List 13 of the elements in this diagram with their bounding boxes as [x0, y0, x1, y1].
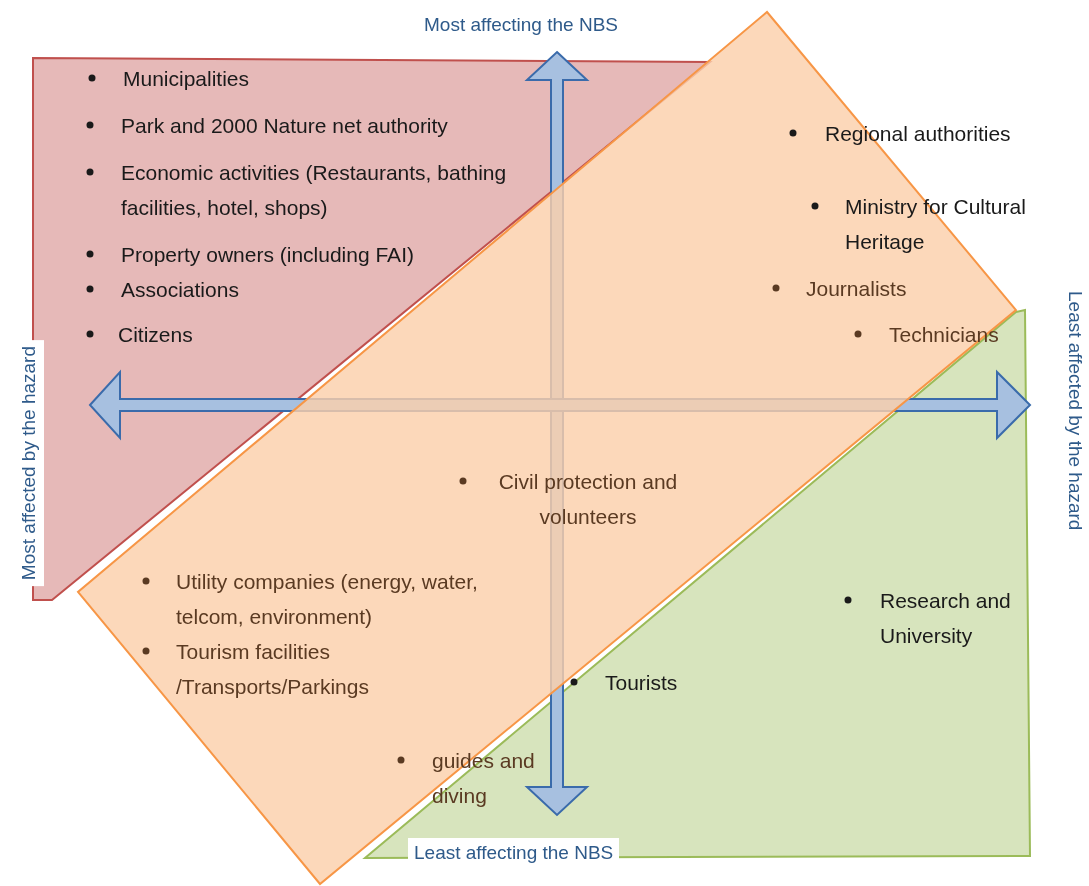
stakeholder-label: Civil protection and volunteers	[497, 469, 679, 530]
stakeholder-label: Journalists	[806, 276, 907, 302]
stakeholder-label: Associations	[121, 277, 239, 303]
stakeholder-label: Property owners (including FAI)	[121, 242, 414, 268]
stakeholder-label: Utility companies (energy, water, telcom, environment)	[176, 569, 479, 630]
stakeholder-label: Park and 2000 Nature net authority	[121, 113, 448, 139]
stakeholder-label: Research and University	[880, 588, 1012, 649]
stakeholder-label: Economic activities (Restaurants, bathing facilities, hotel, shops)	[121, 160, 508, 221]
stakeholder-label: Tourists	[605, 670, 678, 696]
stakeholder-label: Regional authorities	[825, 121, 1011, 147]
stakeholder-label: Municipalities	[123, 66, 250, 92]
stakeholder-label: Citizens	[118, 322, 193, 348]
stakeholder-label: Tourism facilities /Transports/Parkings	[176, 639, 370, 700]
